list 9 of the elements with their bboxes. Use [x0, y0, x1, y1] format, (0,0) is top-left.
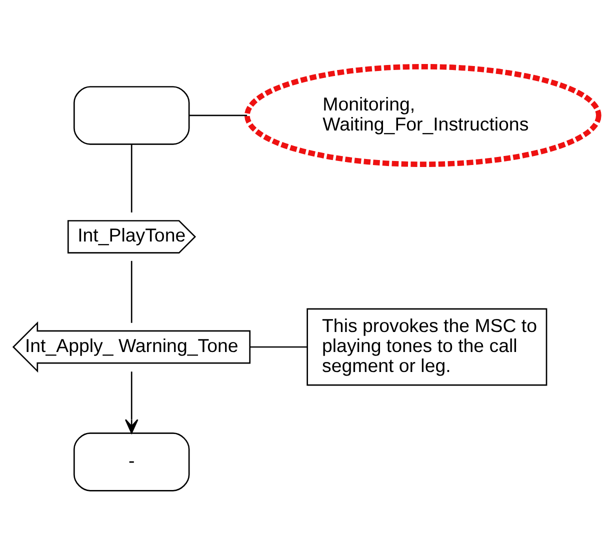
- node-box: [73, 86, 190, 145]
- connector: [130, 260, 132, 323]
- connector: [189, 114, 248, 116]
- node-box: -: [73, 432, 190, 492]
- arrow: [124, 372, 138, 434]
- connector: [130, 144, 132, 212]
- node-box: This provokes the MSC to playing tones to the call segment or leg.: [306, 308, 548, 386]
- connector: [250, 346, 308, 348]
- node-ellipse: Monitoring, Waiting_For_Instructions: [244, 64, 602, 167]
